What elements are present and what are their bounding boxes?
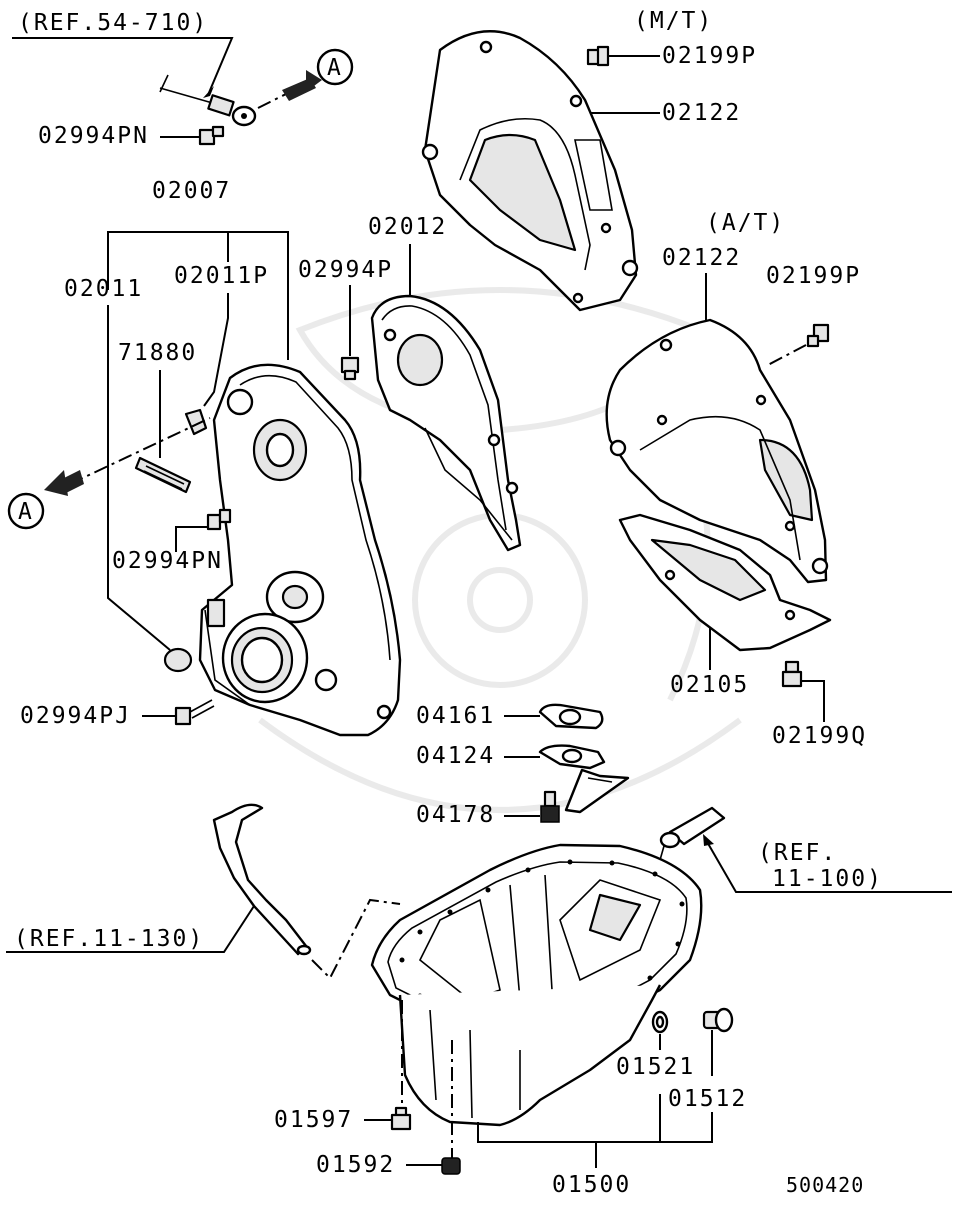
bolts-01597-01592: 01597 01592 xyxy=(274,1000,461,1178)
bolt-02199q: 02199Q xyxy=(772,660,867,749)
label-02199p-mt: 02199P xyxy=(662,43,757,69)
label-02012: 02012 xyxy=(368,214,447,240)
callout-a-top-letter: A xyxy=(327,55,343,81)
label-01597: 01597 xyxy=(274,1107,353,1133)
label-02011: 02011 xyxy=(64,276,143,302)
ref-11-130-label: (REF.11-130) xyxy=(14,926,204,952)
ref-54-710-group: (REF.54-710) A xyxy=(12,10,354,127)
ref-11-130-group: (REF.11-130) xyxy=(6,803,401,980)
label-02199p-at: 02199P xyxy=(766,263,861,289)
ref-11-100-label-a: (REF. xyxy=(758,840,837,866)
label-02122-mt: 02122 xyxy=(662,100,741,126)
callout-a-top xyxy=(316,48,354,86)
cover-02105: 02105 xyxy=(618,513,832,698)
label-02994pj: 02994PJ xyxy=(20,703,131,729)
callout-a-left-letter: A xyxy=(18,499,34,525)
label-02011p: 02011P xyxy=(174,263,269,289)
label-01500: 01500 xyxy=(552,1172,631,1198)
callout-a-left xyxy=(7,492,45,530)
bolt-02994pn-mid: 02994PN xyxy=(112,508,232,574)
oil-pan-01500: 01500 xyxy=(370,843,713,1198)
ref-11-100-label-b: 11-100) xyxy=(772,866,883,892)
label-01521: 01521 xyxy=(616,1054,695,1080)
label-02122-at: 02122 xyxy=(662,245,741,271)
label-04178: 04178 xyxy=(416,802,495,828)
label-at: (A/T) xyxy=(706,210,785,236)
inner-cover-02012: 02012 xyxy=(368,214,522,552)
label-02007: 02007 xyxy=(152,178,231,204)
label-02994pn-top: 02994PN xyxy=(38,123,149,149)
label-04161: 04161 xyxy=(416,703,495,729)
diagram-number: 500420 xyxy=(786,1173,864,1197)
caution-plate-71880: 71880 A xyxy=(7,340,211,530)
drain-plug-parts: 01521 01512 xyxy=(616,1007,747,1112)
label-71880: 71880 xyxy=(118,340,197,366)
label-01512: 01512 xyxy=(668,1086,747,1112)
cover-02122-at: (A/T) 02122 02199P xyxy=(605,210,861,584)
bolt-02994p: 02994P xyxy=(298,257,393,381)
label-02994pn-mid: 02994PN xyxy=(112,548,223,574)
label-02105: 02105 xyxy=(670,672,749,698)
label-02994p: 02994P xyxy=(298,257,393,283)
bolt-02994pj: 02994PJ xyxy=(20,699,215,729)
label-02199q: 02199Q xyxy=(772,723,867,749)
label-04124: 04124 xyxy=(416,743,495,769)
label-mt: (M/T) xyxy=(634,8,713,34)
ref-11-100-group: (REF. 11-100) xyxy=(659,806,952,893)
oil-strainer-parts: 04161 04124 04178 xyxy=(416,703,630,828)
label-01592: 01592 xyxy=(316,1152,395,1178)
ref-54-710-label: (REF.54-710) xyxy=(18,10,208,36)
bolt-02994pn-top: 02994PN xyxy=(38,123,225,149)
front-case-group: 02007 02011 02011P xyxy=(64,178,402,737)
cover-02122-mt: (M/T) 02199P 02122 xyxy=(421,8,757,312)
